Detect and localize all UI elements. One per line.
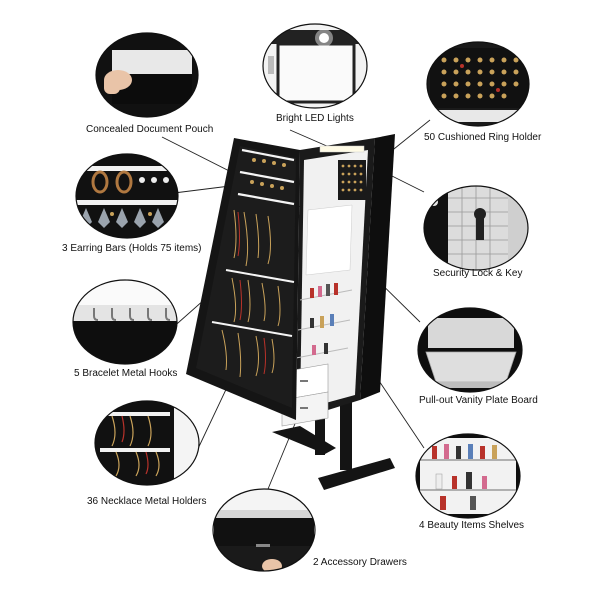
leader-line (389, 174, 425, 193)
vignette-beauty-shelves (415, 433, 521, 519)
vignette-necklace-holders (94, 400, 200, 486)
vignette-vanity-board (417, 307, 523, 393)
vignette-led-lights (262, 23, 368, 109)
label-security-lock-key: Security Lock & Key (433, 268, 523, 279)
vignette-document-pouch (95, 32, 199, 118)
label-earring-bars: 3 Earring Bars (Holds 75 items) (62, 243, 202, 254)
label-concealed-document-pouch: Concealed Document Pouch (86, 124, 214, 135)
label-beauty-items-shelves: 4 Beauty Items Shelves (419, 520, 525, 531)
vignette-security-lock (423, 185, 529, 271)
vignette-earring-bars (75, 153, 179, 239)
vignette-ring-holder (426, 41, 530, 127)
label-cushioned-ring-holder: 50 Cushioned Ring Holder (424, 132, 542, 143)
label-accessory-drawers: 2 Accessory Drawers (313, 557, 407, 568)
cabinet-mirror-panel (305, 204, 353, 276)
label-bracelet-metal-hooks: 5 Bracelet Metal Hooks (74, 368, 178, 379)
label-vanity-plate-board: Pull-out Vanity Plate Board (419, 395, 538, 406)
cabinet-stand-post (315, 395, 325, 455)
led-strip (319, 145, 365, 153)
cabinet-left-door-inner (196, 146, 296, 408)
label-necklace-metal-holders: 36 Necklace Metal Holders (87, 496, 207, 507)
vignette-accessory-drawers (212, 488, 316, 572)
cabinet-right-door (360, 134, 395, 400)
vignette-bracelet-hooks (72, 279, 178, 365)
cabinet-stand-foot (318, 458, 395, 490)
cabinet-stand (272, 426, 336, 454)
label-bright-led-lights: Bright LED Lights (276, 113, 354, 124)
jewelry-cabinet (186, 134, 395, 490)
